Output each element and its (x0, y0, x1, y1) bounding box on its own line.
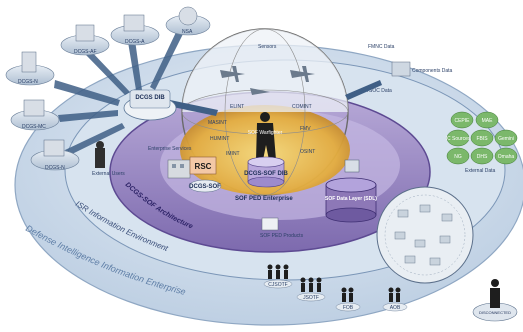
svg-text:IC Sources: IC Sources (446, 136, 471, 142)
dib-label: DCGS DIB (135, 95, 165, 101)
disconnected-node: DISCONNECTED (472, 279, 518, 322)
ext-cell-omaha: Omaha (494, 147, 518, 165)
sof-data-layer: SOF Data Layer (SDL) (325, 177, 377, 223)
data-layer-monitor (344, 159, 360, 173)
ext-cell-mae: MAE (475, 111, 499, 129)
int-label-imint: IMINT (226, 151, 240, 157)
center-dib-label: DCGS-SOF DIB (244, 171, 288, 177)
int-label-fmv: FMV (300, 126, 311, 132)
left-input-arrows (54, 28, 185, 156)
svg-text:FBIS: FBIS (476, 136, 488, 142)
ext-cell-fbis: FBIS (470, 129, 494, 147)
int-label-comint: COMINT (292, 104, 312, 110)
cjsotf-label: CJSOTF (268, 282, 287, 288)
tsoc-data-label: TSOC Data (366, 88, 392, 94)
ext-cell-ng: NG (446, 147, 470, 165)
sensor-sphere-dome (182, 29, 348, 112)
enterprise-services: Enterprise Services RSC DCGS-SOF (148, 146, 222, 193)
rsc-box (189, 156, 217, 175)
unit-aob: AOB (382, 287, 408, 312)
svg-text:MAE: MAE (482, 118, 494, 124)
ext-cell-gemini: Gemini (494, 129, 518, 147)
platform-dcgs-n-top: DCGS-N (5, 51, 55, 86)
bottom-units: CJSOTF JSOTF FOB AOB (263, 264, 408, 312)
left-platforms: DCGS-N DCGS-MC DCGS-AF DCGS-A NSA DCGS-N (5, 6, 211, 171)
label-dcgs-n-bottom: DCGS-N (45, 165, 65, 171)
ped-enterprise-label: SOF PED Enterprise (235, 196, 293, 202)
enterprise-services-label: Enterprise Services (148, 146, 192, 152)
ext-cell-cepie: CEPIE (450, 111, 474, 129)
components-data-label: Components Data (412, 68, 453, 74)
external-data-cells: CEPIE MAE IC Sources FBIS Gemini NG DHS (446, 111, 518, 174)
top-right-sources: FMNC Data Components Data TSOC Data (366, 44, 453, 94)
external-data-title: External Data (465, 168, 496, 174)
sphere-longitude (224, 28, 306, 196)
unit-jsotf: JSOTF (296, 277, 326, 302)
external-users: External Users (92, 141, 125, 177)
label-dcgs-n-top: DCGS-N (18, 79, 38, 85)
svg-text:DHS: DHS (477, 154, 488, 160)
int-label-humint: HUMINT (210, 136, 229, 142)
warfighter-label: SOF Warfighter (248, 130, 283, 136)
svg-text:Omaha: Omaha (498, 154, 515, 160)
tech-network-inner (384, 194, 466, 276)
rsc-label: RSC (195, 162, 212, 171)
svg-text:NG: NG (454, 154, 462, 160)
sof-warfighter-figure: SOF Warfighter (248, 112, 283, 160)
external-users-label: External Users (92, 171, 125, 177)
fmnc-data-label: FMNC Data (368, 44, 395, 50)
sphere-int-labels: ELINT COMINT MASINT HUMINT IMINT FMV OSI… (208, 104, 315, 157)
platform-nsa: NSA (165, 6, 211, 36)
int-label-masint: MASINT (208, 120, 227, 126)
tech-network-circle (376, 186, 474, 284)
data-layer-label: SOF Data Layer (SDL) (325, 196, 377, 202)
label-dcgs-af: DCGS-AF (74, 49, 97, 55)
unit-fob: FOB (335, 287, 361, 312)
platform-dcgs-a: DCGS-A (110, 14, 160, 46)
dcgs-dib-node: DCGS DIB (123, 89, 177, 121)
svg-text:CEPIE: CEPIE (454, 118, 470, 124)
top-right-arrow (345, 80, 382, 100)
unit-cjsotf: CJSOTF (263, 264, 293, 289)
platform-dcgs-mc: DCGS-MC (10, 99, 60, 131)
int-label-elint: ELINT (230, 104, 244, 110)
label-nsa: NSA (182, 29, 193, 35)
dcgs-sof-dib: DCGS-SOF DIB (244, 156, 288, 188)
dcgs-sof-box-label: DCGS-SOF (189, 184, 221, 190)
ext-cell-dhs: DHS (470, 147, 494, 165)
aob-label: AOB (390, 305, 401, 311)
fob-label: FOB (343, 305, 354, 311)
int-label-osint: OSINT (300, 149, 315, 155)
ext-cell-ic-sources: IC Sources (446, 129, 471, 147)
ped-products-label: SOF PED Products (260, 233, 304, 239)
ped-products: SOF PED Products (260, 217, 304, 239)
sensor-aircraft (220, 66, 315, 95)
platform-dcgs-af: DCGS-AF (60, 24, 110, 56)
disconnected-label: DISCONNECTED (479, 310, 511, 315)
label-dcgs-mc: DCGS-MC (22, 124, 46, 130)
dib-to-sphere-arrow (168, 100, 218, 116)
jsotf-label: JSOTF (303, 295, 319, 301)
network-devices (394, 204, 453, 266)
label-dcgs-a: DCGS-A (125, 39, 145, 45)
platform-dcgs-n-bottom: DCGS-N (30, 139, 80, 171)
svg-text:Gemini: Gemini (498, 136, 514, 142)
sensors-label: Sensors (258, 44, 277, 50)
